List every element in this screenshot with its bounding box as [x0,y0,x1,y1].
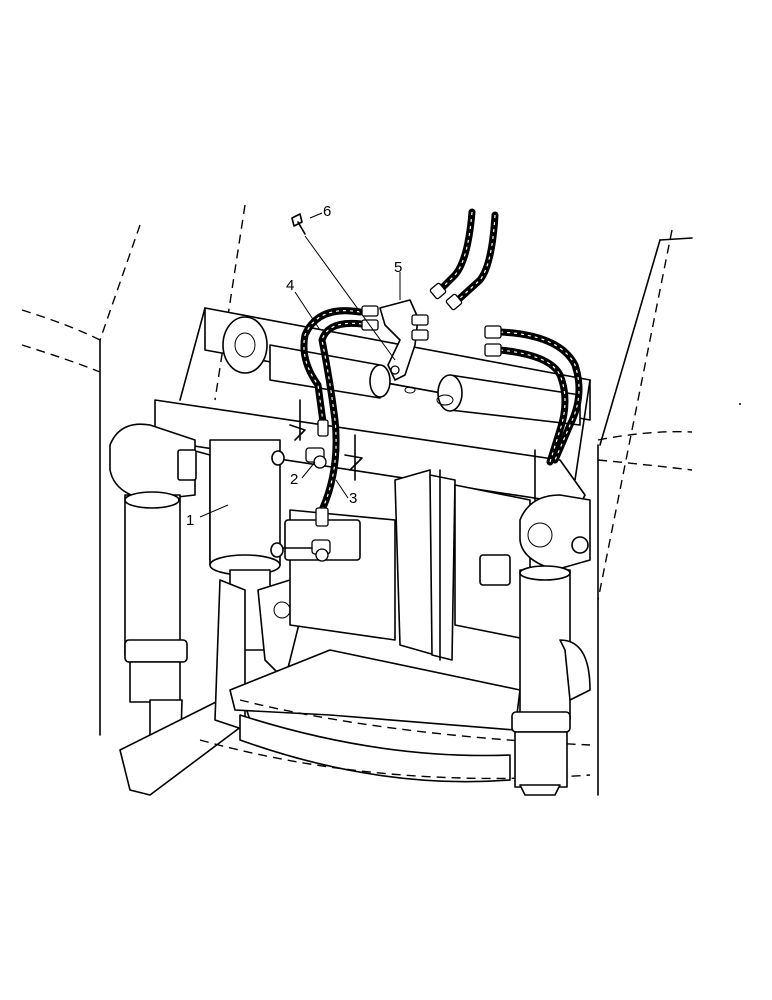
upper-hoses [429,208,499,311]
callout-5: 5 [394,259,402,276]
center-cylinder [209,439,301,731]
hose-3 [315,319,366,527]
right-lift-cylinder [511,494,591,796]
tee-fittings [270,447,331,562]
callout-labels: 1 2 3 4 5 6 [186,203,402,529]
callout-1: 1 [186,512,194,529]
callout-2: 2 [290,471,298,488]
hose-4 [300,307,364,437]
callout-4: 4 [286,277,294,294]
machine-outline [21,204,693,796]
callout-6: 6 [323,203,331,220]
bolt [291,213,306,235]
leader-lines [199,212,401,518]
callout-3: 3 [349,490,357,507]
left-lift-cylinder [109,423,251,796]
right-hoses [484,325,583,466]
